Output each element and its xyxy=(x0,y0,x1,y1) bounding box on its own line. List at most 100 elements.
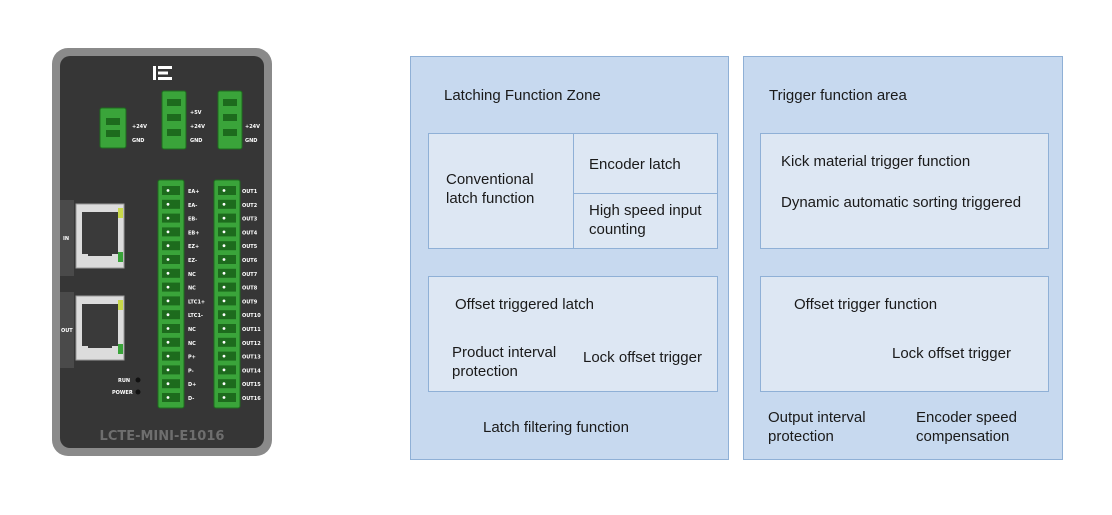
input-pin xyxy=(162,296,180,306)
led-power-indicator xyxy=(135,389,141,395)
input-pin xyxy=(162,337,180,347)
ethernet-in-port[interactable] xyxy=(75,203,125,269)
device-graphic: +24V GND +5V +24V GND +24V GND EA+EA-EB-… xyxy=(60,66,261,444)
input-pin-label: P+ xyxy=(188,355,196,361)
pin-screw-dot xyxy=(166,396,170,399)
output-pin-label: OUT16 xyxy=(242,396,261,402)
output-terminal-strip xyxy=(213,179,241,409)
output-pin-label: OUT8 xyxy=(242,286,258,292)
pin-screw-dot xyxy=(166,354,170,358)
input-pin-label: EB- xyxy=(188,217,197,223)
pin-screw-dot xyxy=(222,354,226,358)
brand-logo xyxy=(153,66,172,80)
output-pin xyxy=(218,227,236,237)
led-run-indicator xyxy=(135,377,141,383)
encoder-speed-label: Encoder speed compensation xyxy=(916,409,1017,445)
input-pin-label: D+ xyxy=(188,382,196,388)
input-pin xyxy=(162,268,180,278)
pin-screw-dot xyxy=(166,285,170,289)
kick-material-label: Kick material trigger function xyxy=(781,153,971,170)
input-pin xyxy=(162,310,180,320)
output-pin-label: OUT14 xyxy=(242,368,261,374)
ethernet-out-port[interactable] xyxy=(75,295,125,361)
latching-function-panel xyxy=(410,56,729,460)
pin-screw-dot xyxy=(166,202,170,206)
pin-screw-dot xyxy=(166,216,170,220)
input-pin-label: EB+ xyxy=(188,230,199,236)
input-pin-label: LTC1+ xyxy=(188,299,205,305)
input-pin xyxy=(162,213,180,223)
power-connector-3 xyxy=(217,90,243,150)
output-pin xyxy=(218,255,236,264)
output-pin-label: OUT11 xyxy=(242,327,261,333)
pin-screw-dot xyxy=(166,313,170,317)
output-pin-label: OUT5 xyxy=(242,244,258,250)
pin-screw-dot xyxy=(222,189,226,192)
model-label: LCTE-MINI-E1016 xyxy=(100,429,225,444)
encoder-latch-label: Encoder latch xyxy=(589,156,681,173)
input-pin-label: NC xyxy=(188,341,196,347)
input-pin xyxy=(162,379,180,389)
input-pin-label: EZ+ xyxy=(188,244,199,250)
input-pin xyxy=(162,255,180,264)
pin-screw-dot xyxy=(222,202,226,206)
input-pin-label: EZ- xyxy=(188,258,197,264)
power1-label-1: GND xyxy=(132,138,144,144)
output-pin xyxy=(218,213,236,223)
pin-screw-dot xyxy=(222,327,226,330)
pin-screw-dot xyxy=(222,340,226,344)
output-pin xyxy=(218,186,236,195)
output-pin xyxy=(218,351,236,361)
output-pin xyxy=(218,365,236,375)
output-pin-label: OUT12 xyxy=(242,341,261,347)
pin-screw-dot xyxy=(166,327,170,330)
input-pin xyxy=(162,393,180,402)
offset-triggered-latch-label: Offset triggered latch xyxy=(455,296,594,313)
output-pin xyxy=(218,296,236,306)
latch-divider-horizontal xyxy=(573,193,718,194)
pin-screw-dot xyxy=(166,230,170,234)
output-pin xyxy=(218,310,236,320)
port-in-label: IN xyxy=(63,236,69,242)
pin-screw-dot xyxy=(166,189,170,192)
input-pin-label: NC xyxy=(188,272,196,278)
output-pin-label: OUT4 xyxy=(242,230,258,236)
pin-screw-dot xyxy=(222,396,226,399)
input-pin-label: EA- xyxy=(188,203,197,209)
pin-screw-dot xyxy=(166,244,170,248)
offset-trigger-box xyxy=(760,276,1049,392)
input-pin xyxy=(162,186,180,195)
input-pin xyxy=(162,365,180,375)
pin-screw-dot xyxy=(222,271,226,275)
output-pin xyxy=(218,199,236,209)
pin-screw-dot xyxy=(222,244,226,248)
offset-latch-box xyxy=(428,276,718,392)
port-in-bezel xyxy=(60,200,74,276)
input-pin-label: NC xyxy=(188,286,196,292)
pin-screw-dot xyxy=(166,258,170,261)
power-connector-2 xyxy=(161,90,187,150)
pin-screw-dot xyxy=(222,313,226,317)
output-pin xyxy=(218,282,236,292)
product-interval-label: Product interval protection xyxy=(452,344,557,380)
power-connector-1 xyxy=(99,107,127,149)
input-pin xyxy=(162,282,180,292)
input-pin-label: D- xyxy=(188,396,194,402)
latch-filtering-label: Latch filtering function xyxy=(483,419,629,436)
trigger-area-title: Trigger function area xyxy=(769,87,907,104)
pin-screw-dot xyxy=(222,285,226,289)
power2-label-1: +24V xyxy=(190,124,205,130)
power2-label-0: +5V xyxy=(190,110,202,116)
port-out-label: OUT xyxy=(61,328,73,334)
pin-screw-dot xyxy=(166,271,170,275)
output-pin-label: OUT7 xyxy=(242,272,258,278)
input-pin-label: LTC1- xyxy=(188,313,203,319)
pin-screw-dot xyxy=(166,382,170,386)
trigger-group-box xyxy=(760,133,1049,249)
latching-zone-title: Latching Function Zone xyxy=(444,87,601,104)
port-out-bezel xyxy=(60,292,74,368)
output-pin xyxy=(218,379,236,389)
latch-lock-offset-label: Lock offset trigger xyxy=(583,349,702,366)
power2-label-2: GND xyxy=(190,138,202,144)
output-pin-label: OUT1 xyxy=(242,189,258,195)
